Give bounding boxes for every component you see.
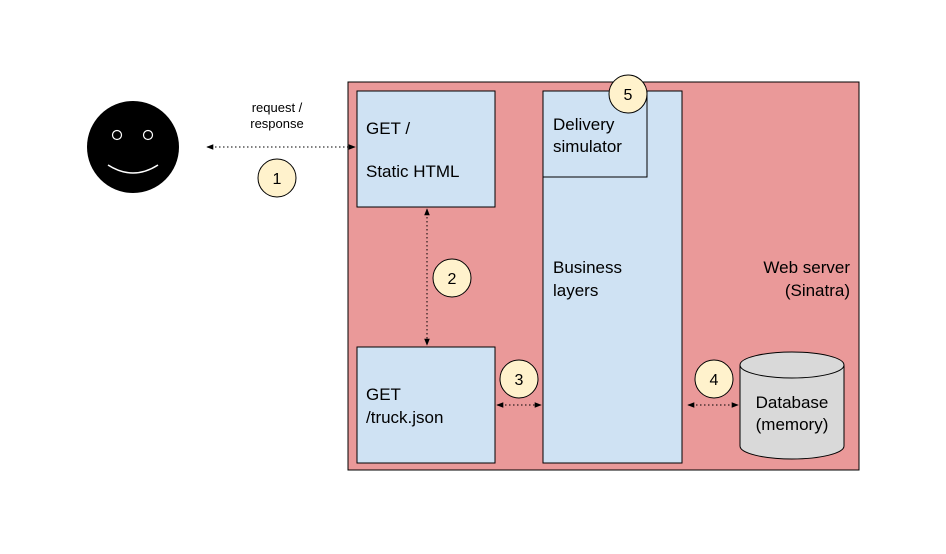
get-truck-line2: /truck.json (366, 408, 443, 427)
web-server-label-line2: (Sinatra) (785, 281, 850, 300)
step-badge-5-number: 5 (624, 87, 633, 104)
step-badge-1-number: 1 (273, 171, 282, 188)
step-badge-3-number: 3 (515, 372, 524, 389)
step-badge-4-number: 4 (710, 372, 719, 389)
request-response-label-line1: request / (252, 100, 303, 115)
step-badge-5: 5 (608, 74, 648, 114)
get-static-line2: Static HTML (366, 162, 460, 181)
database-line1: Database (756, 393, 829, 412)
step-badge-2-number: 2 (448, 271, 457, 288)
get-static-line1: GET / (366, 119, 410, 138)
step-badge-3: 3 (499, 359, 539, 399)
request-response-label-line2: response (250, 116, 303, 131)
step-badge-1: 1 (257, 158, 297, 198)
smiley-face-icon (87, 101, 179, 193)
delivery-simulator-line1: Delivery (553, 115, 615, 134)
delivery-simulator-line2: simulator (553, 137, 622, 156)
database-line2: (memory) (756, 415, 829, 434)
business-layers-line1: Business (553, 258, 622, 277)
business-layers-line2: layers (553, 281, 598, 300)
step-badge-2: 2 (432, 258, 472, 298)
get-static-html-box (356, 90, 496, 208)
get-truck-line1: GET (366, 385, 401, 404)
database-cylinder-icon (739, 351, 845, 460)
web-server-label-line1: Web server (763, 258, 850, 277)
get-truck-json-box (356, 346, 496, 464)
step-badge-4: 4 (694, 359, 734, 399)
